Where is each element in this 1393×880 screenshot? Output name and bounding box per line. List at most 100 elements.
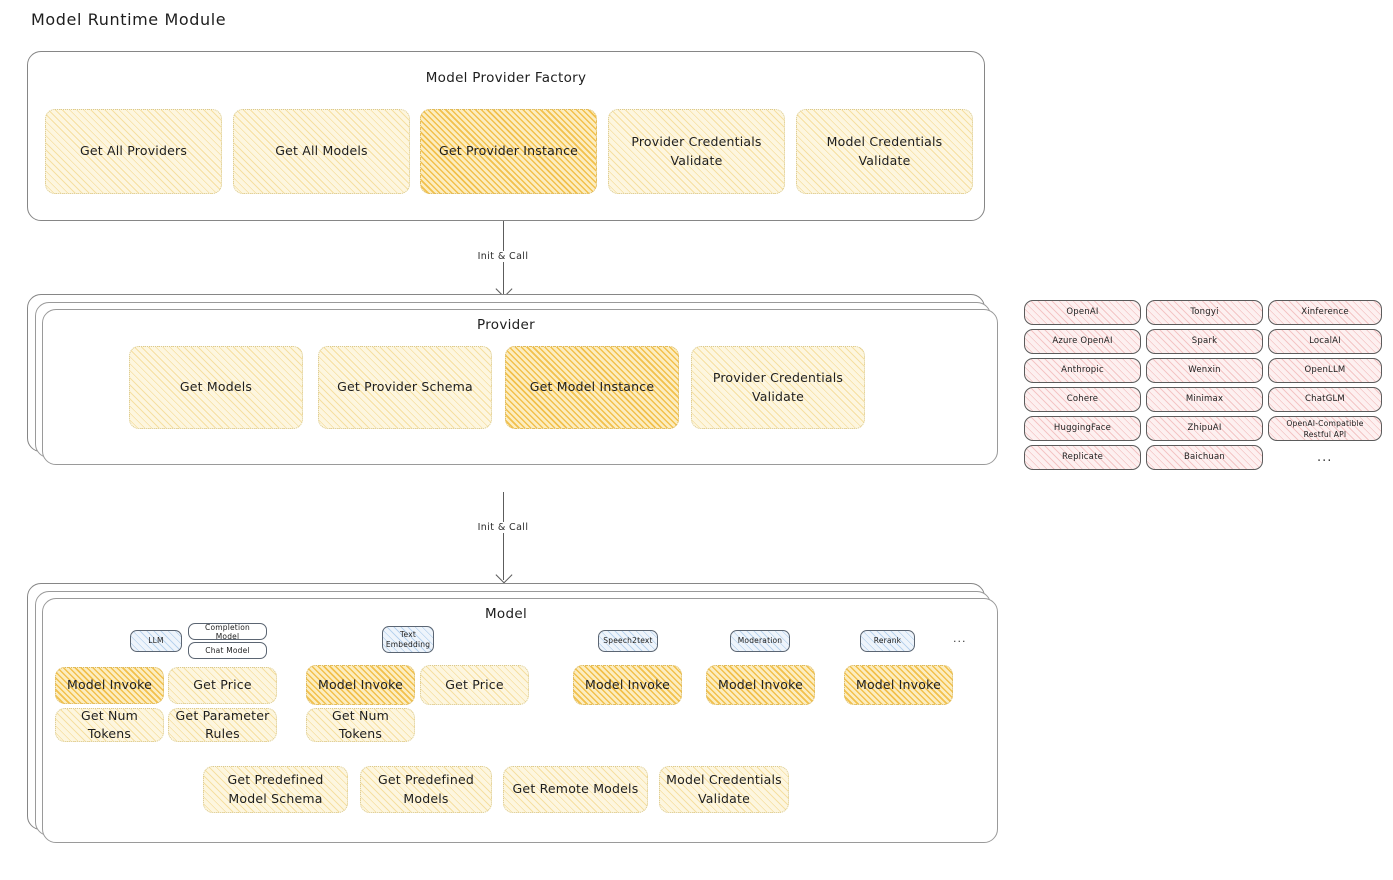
factory-node-get-all-providers[interactable]: Get All Providers (45, 109, 222, 194)
provider-chip-chatglm[interactable]: ChatGLM (1268, 387, 1382, 412)
node-label: Get Provider Instance (438, 143, 579, 159)
provider-chip-baichuan[interactable]: Baichuan (1146, 445, 1263, 470)
chip-label: Azure OpenAI (1052, 336, 1113, 347)
node-label: Model Invoke (855, 676, 942, 692)
model-llm-method-get-parameter-rules[interactable]: Get Parameter Rules (168, 708, 277, 742)
provider-chip-wenxin[interactable]: Wenxin (1146, 358, 1263, 383)
arrow-factory-to-provider: Init & Call (472, 221, 534, 298)
node-label: Model Invoke (584, 676, 671, 692)
provider-panel: Provider Get Models Get Provider Schema … (27, 294, 998, 465)
model-text-embedding-method-model-invoke[interactable]: Model Invoke (306, 665, 415, 705)
type-label: Moderation (737, 636, 783, 646)
node-label: Get Remote Models (512, 781, 639, 797)
provider-chip-localai[interactable]: LocalAI (1268, 329, 1382, 354)
model-type-text-embedding[interactable]: Text Embedding (382, 626, 434, 653)
subtype-label: Completion Model (205, 622, 250, 641)
provider-chip-openllm[interactable]: OpenLLM (1268, 358, 1382, 383)
model-llm-method-get-num-tokens[interactable]: Get Num Tokens (55, 708, 164, 742)
provider-chip-azure-openai[interactable]: Azure OpenAI (1024, 329, 1141, 354)
chip-label: Baichuan (1183, 452, 1226, 463)
model-type-moderation[interactable]: Moderation (730, 630, 790, 652)
node-label: Get Predefined Models (378, 772, 474, 806)
arrow-label: Init & Call (472, 251, 534, 262)
provider-list: OpenAI Azure OpenAI Anthropic Cohere Hug… (1024, 300, 1382, 475)
model-subtype-chat-model[interactable]: Chat Model (188, 642, 267, 659)
factory-node-model-credentials-validate[interactable]: Model Credentials Validate (796, 109, 973, 194)
factory-node-get-provider-instance[interactable]: Get Provider Instance (420, 109, 597, 194)
chip-label: OpenAI-Compatible Restful API (1286, 418, 1364, 439)
model-text-embedding-method-get-num-tokens[interactable]: Get Num Tokens (306, 708, 415, 742)
factory-node-provider-credentials-validate[interactable]: Provider Credentials Validate (608, 109, 785, 194)
model-common-model-credentials-validate[interactable]: Model Credentials Validate (659, 766, 789, 813)
arrow-shaft (503, 492, 504, 580)
node-label: Provider Credentials Validate (712, 370, 844, 404)
provider-chip-spark[interactable]: Spark (1146, 329, 1263, 354)
arrow-label: Init & Call (472, 522, 534, 533)
node-label: Get All Providers (79, 143, 188, 159)
provider-title: Provider (477, 317, 535, 333)
model-rerank-method-model-invoke[interactable]: Model Invoke (844, 665, 953, 705)
chip-label: Anthropic (1061, 365, 1104, 376)
model-llm-method-get-price[interactable]: Get Price (168, 667, 277, 704)
type-label: LLM (148, 636, 164, 646)
model-provider-factory-panel: Model Provider Factory Get All Providers… (27, 51, 985, 221)
model-text-embedding-method-get-price[interactable]: Get Price (420, 665, 529, 705)
provider-node-provider-credentials-validate[interactable]: Provider Credentials Validate (691, 346, 865, 429)
provider-chip-tongyi[interactable]: Tongyi (1146, 300, 1263, 325)
model-common-get-remote-models[interactable]: Get Remote Models (503, 766, 648, 813)
model-speech2text-method-model-invoke[interactable]: Model Invoke (573, 665, 682, 705)
chip-label: Xinference (1301, 307, 1349, 318)
provider-chip-huggingface[interactable]: HuggingFace (1024, 416, 1141, 441)
node-label: Get Models (179, 379, 253, 395)
chip-label: Minimax (1185, 394, 1224, 405)
node-label: Model Credentials Validate (666, 772, 782, 806)
type-label: Text Embedding (385, 630, 431, 649)
node-label: Provider Credentials Validate (631, 134, 762, 168)
provider-chip-cohere[interactable]: Cohere (1024, 387, 1141, 412)
provider-chip-openai-compatible-restful-api[interactable]: OpenAI-Compatible Restful API (1268, 416, 1382, 441)
model-subtype-completion-model[interactable]: Completion Model (188, 622, 267, 641)
model-common-get-predefined-model-schema[interactable]: Get Predefined Model Schema (203, 766, 348, 813)
node-label: Model Invoke (66, 677, 153, 693)
model-llm-method-model-invoke[interactable]: Model Invoke (55, 667, 164, 704)
node-label: Get Model Instance (529, 379, 655, 395)
type-label: Speech2text (603, 636, 653, 646)
chip-label: LocalAI (1309, 336, 1341, 347)
chip-label: Spark (1191, 336, 1218, 347)
node-label: Model Credentials Validate (826, 134, 943, 168)
node-label: Get Num Tokens (331, 707, 390, 741)
provider-node-get-model-instance[interactable]: Get Model Instance (505, 346, 679, 429)
provider-chip-zhipuai[interactable]: ZhipuAI (1146, 416, 1263, 441)
page-title: Model Runtime Module (31, 10, 227, 29)
provider-node-get-models[interactable]: Get Models (129, 346, 303, 429)
node-label: Get Provider Schema (337, 379, 473, 395)
node-label: Get Price (193, 677, 252, 693)
provider-chip-xinference[interactable]: Xinference (1268, 300, 1382, 325)
arrow-head (495, 566, 512, 584)
chip-label: Cohere (1066, 394, 1099, 405)
node-label: Get All Models (275, 143, 368, 159)
model-type-speech2text[interactable]: Speech2text (598, 630, 658, 652)
model-type-rerank[interactable]: Rerank (860, 630, 915, 652)
chip-label: Tongyi (1190, 307, 1219, 318)
provider-list-more: ... (1317, 450, 1333, 465)
provider-node-get-provider-schema[interactable]: Get Provider Schema (318, 346, 492, 429)
model-panel: Model LLM Completion Model Chat Model Mo… (27, 583, 998, 843)
subtype-label: Chat Model (205, 646, 250, 655)
model-common-get-predefined-models[interactable]: Get Predefined Models (360, 766, 492, 813)
provider-chip-minimax[interactable]: Minimax (1146, 387, 1263, 412)
node-label: Get Num Tokens (80, 707, 139, 741)
model-type-llm[interactable]: LLM (130, 630, 182, 652)
provider-chip-openai[interactable]: OpenAI (1024, 300, 1141, 325)
type-label: Rerank (873, 636, 902, 646)
factory-title: Model Provider Factory (425, 70, 587, 86)
factory-node-get-all-models[interactable]: Get All Models (233, 109, 410, 194)
node-label: Model Invoke (717, 676, 804, 692)
provider-chip-replicate[interactable]: Replicate (1024, 445, 1141, 470)
chip-label: OpenAI (1066, 307, 1099, 318)
provider-chip-anthropic[interactable]: Anthropic (1024, 358, 1141, 383)
chip-label: HuggingFace (1053, 423, 1112, 434)
chip-label: ChatGLM (1305, 394, 1345, 405)
model-moderation-method-model-invoke[interactable]: Model Invoke (706, 665, 815, 705)
